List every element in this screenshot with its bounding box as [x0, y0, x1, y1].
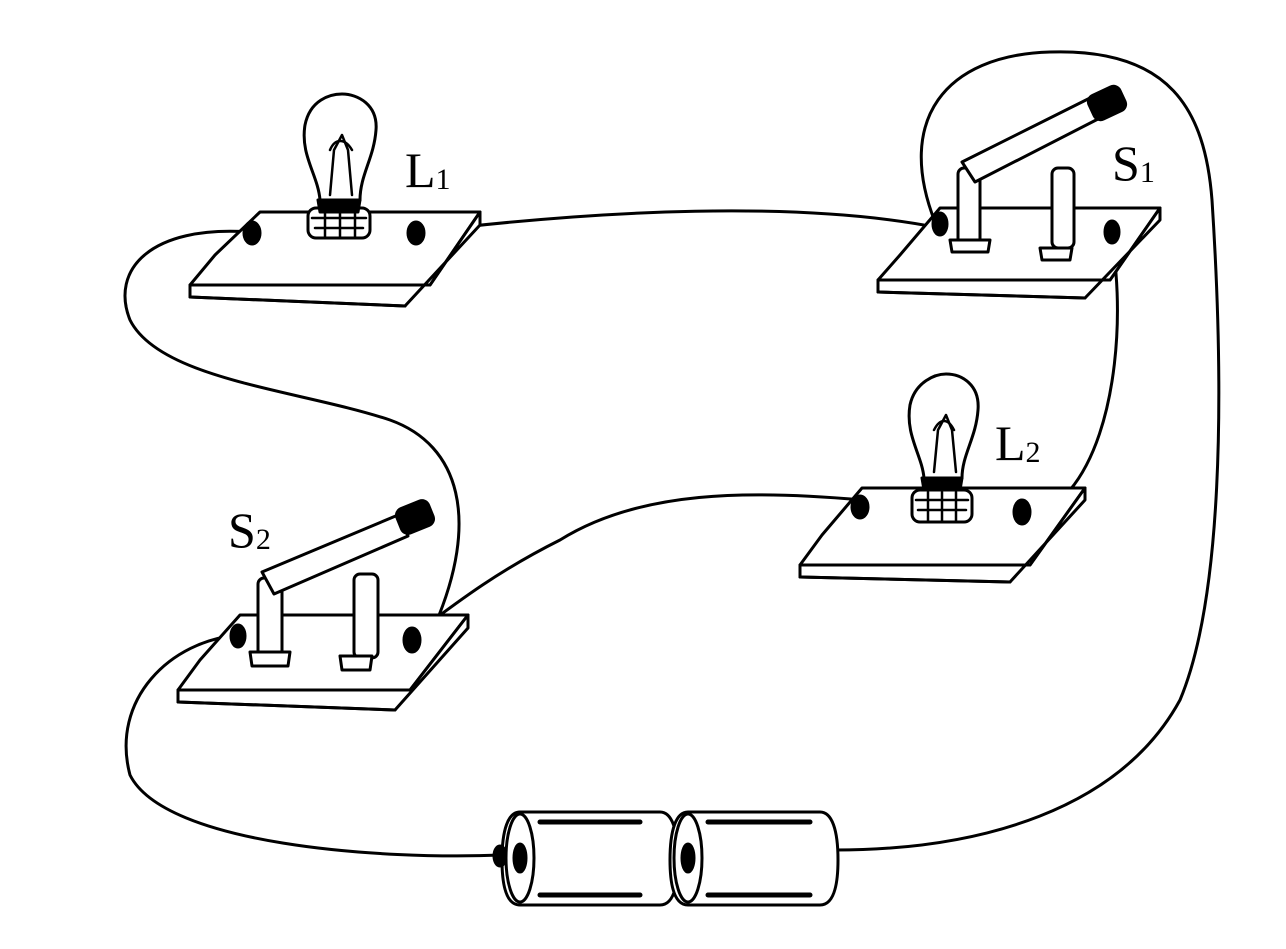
- lamp-l1-socket: [306, 198, 372, 240]
- label-s2: S2: [228, 502, 271, 558]
- switch-s2-post-right: [338, 572, 380, 672]
- lamp-l2: [798, 372, 1087, 584]
- switch-s2-terminal-right: [402, 626, 422, 654]
- lamp-l1: [188, 92, 482, 308]
- wire-s2-battery: [124, 633, 504, 858]
- switch-s1: [876, 84, 1162, 300]
- switch-s2-lever: [260, 513, 410, 596]
- lamp-l1-bulb: [302, 92, 378, 202]
- switch-s1-terminal-right: [1103, 219, 1121, 245]
- wire-s1-battery: [833, 50, 1221, 852]
- switch-s2-post-left: [248, 576, 292, 668]
- lamp-l2-socket: [910, 476, 974, 524]
- battery-terminal-left: [492, 844, 508, 868]
- switch-s1-lever: [960, 96, 1102, 184]
- switch-s1-post-right: [1038, 166, 1076, 262]
- label-l2: L2: [995, 415, 1041, 471]
- lamp-l2-terminal-right: [1012, 498, 1032, 526]
- switch-s1-post-left: [948, 166, 992, 254]
- wire-l1-s2: [123, 229, 461, 627]
- battery-cell-left: [500, 810, 680, 907]
- switch-s1-handle: [1086, 84, 1128, 122]
- battery-pack: [492, 810, 840, 907]
- lamp-l1-terminal-left: [242, 220, 262, 246]
- label-s1: S1: [1112, 135, 1155, 191]
- battery-cell-right: [668, 810, 840, 907]
- lamp-l1-terminal-right: [406, 220, 426, 246]
- switch-s1-terminal-left: [931, 211, 949, 237]
- label-l1: L1: [405, 142, 451, 198]
- switch-s2-terminal-left: [229, 623, 247, 649]
- switch-s2-handle: [394, 499, 436, 535]
- wire-l1-s1: [418, 209, 942, 234]
- switch-s2: [176, 499, 470, 712]
- lamp-l2-bulb: [907, 372, 980, 480]
- lamp-l2-terminal-left: [850, 494, 870, 520]
- wire-l2-s2: [418, 493, 864, 632]
